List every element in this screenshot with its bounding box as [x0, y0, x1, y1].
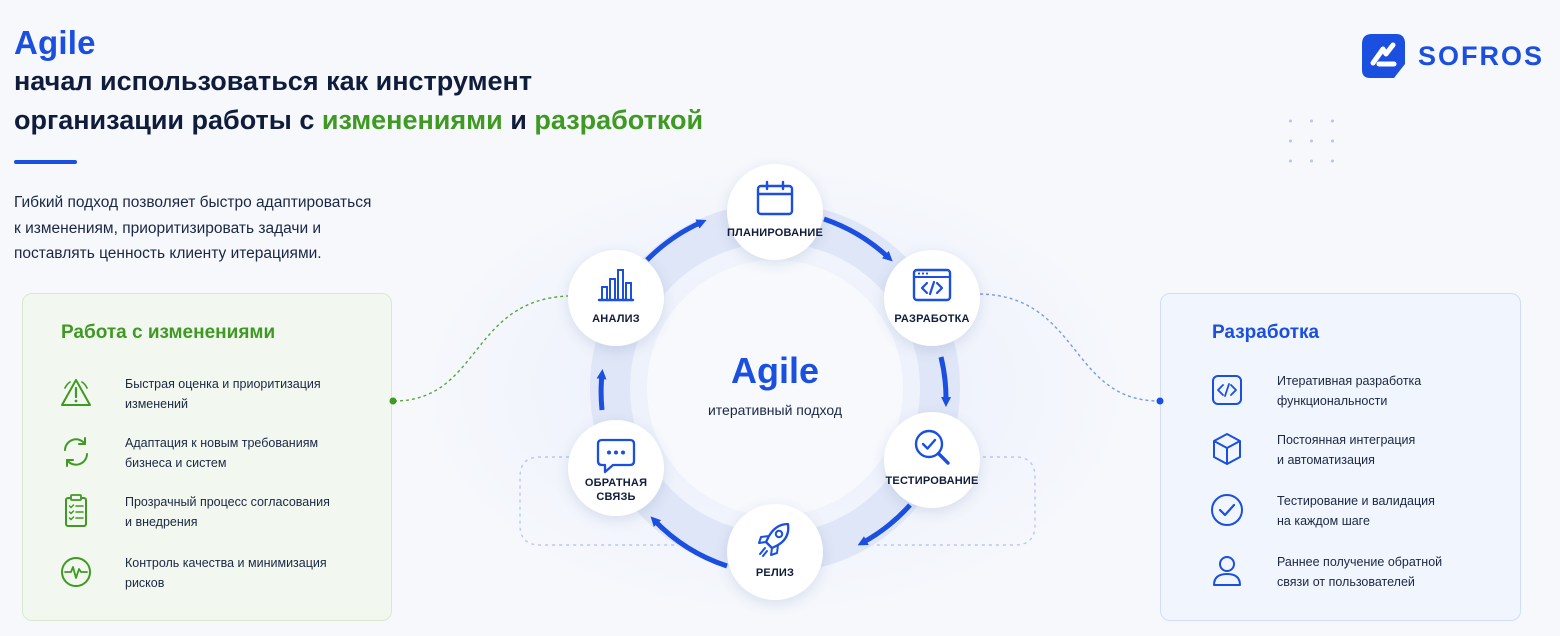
code-window-icon: [912, 268, 952, 302]
list-item-text: Прозрачный процесс согласования и внедре…: [125, 492, 330, 532]
list-item: Адаптация к новым требованиям бизнеса и …: [23, 433, 391, 483]
intro-paragraph: Гибкий подход позволяет быстро адаптиров…: [14, 190, 434, 267]
title-highlight-development: разработкой: [534, 105, 704, 135]
title-line-2-prefix: организации работы с: [14, 105, 322, 135]
feedback-loop-left: [519, 456, 728, 546]
list-item-line: и внедрения: [125, 515, 198, 529]
arc-plan-to-dev: [823, 216, 893, 262]
list-item: Итеративная разработка функциональности: [1161, 371, 1520, 421]
list-item-text: Постоянная интеграция и автоматизация: [1277, 430, 1415, 470]
list-item-text: Раннее получение обратной связи от польз…: [1277, 552, 1442, 592]
cube-icon: [1213, 433, 1241, 465]
list-item-line: Быстрая оценка и приоритизация: [125, 377, 321, 391]
node-release: РЕЛИЗ: [727, 504, 823, 600]
page-title-line-2: организации работы с изменениями и разра…: [14, 105, 703, 136]
refresh-arrows-icon: [64, 437, 88, 467]
changes-panel: Работа с изменениями Быстрая оценка и пр…: [22, 293, 392, 621]
arc-dev-to-test: [938, 356, 952, 407]
list-item-line: Раннее получение обратной: [1277, 555, 1443, 569]
node-label: ПЛАНИРОВАНИЕ: [726, 227, 824, 239]
list-item-line: Тестирование и валидация: [1277, 494, 1435, 508]
code-icon: [1212, 375, 1242, 405]
connector-left-panel: [393, 295, 569, 402]
clipboard-checklist-icon: [65, 494, 87, 527]
list-item-line: Прозрачный процесс согласования: [125, 495, 330, 509]
intro-line: поставлять ценность клиенту итерациями.: [14, 245, 322, 262]
list-item-line: связи от пользователей: [1277, 575, 1415, 589]
list-item-line: изменений: [125, 397, 188, 411]
warning-triangle-icon: [61, 379, 91, 406]
node-analysis: АНАЛИЗ: [568, 250, 664, 346]
connector-right-panel: [979, 293, 1160, 402]
cycle-inner-circle: [647, 260, 903, 516]
changes-panel-title: Работа с изменениями: [61, 322, 276, 343]
development-panel: Разработка Итеративная разработка функци…: [1160, 293, 1521, 621]
list-item: Тестирование и валидация на каждом шаге: [1161, 491, 1520, 541]
sofros-logo: SOFROS: [1358, 30, 1558, 82]
node-label: ОБРАТНАЯ СВЯЗЬ: [558, 476, 674, 504]
list-item-text: Итеративная разработка функциональности: [1277, 371, 1421, 411]
node-label: АНАЛИЗ: [592, 313, 640, 325]
list-item: Контроль качества и минимизация рисков: [23, 553, 391, 603]
decorative-dot-grid: [1280, 111, 1350, 177]
sofros-logo-text: SOFROS: [1418, 40, 1545, 71]
title-line-2-conjunction: и: [502, 105, 535, 135]
node-label: РАЗРАБОТКА: [894, 313, 970, 325]
node-testing: ТЕСТИРОВАНИЕ: [884, 412, 980, 508]
list-item: Быстрая оценка и приоритизация изменений: [23, 374, 391, 424]
intro-line: Гибкий подход позволяет быстро адаптиров…: [14, 194, 372, 211]
user-icon: [1213, 556, 1241, 586]
sofros-logo-icon: [1362, 34, 1405, 78]
pulse-icon: [61, 557, 91, 587]
bar-chart-icon: [597, 269, 635, 302]
list-item-line: Итеративная разработка: [1277, 374, 1422, 388]
list-item: Раннее получение обратной связи от польз…: [1161, 552, 1520, 602]
title-underline: [14, 160, 77, 164]
calendar-icon: [756, 180, 794, 216]
arc-test-to-release: [857, 503, 912, 546]
node-label: РЕЛИЗ: [755, 567, 795, 579]
rocket-icon: [758, 522, 790, 557]
connector-dot-right: [1156, 397, 1164, 405]
node-planning: ПЛАНИРОВАНИЕ: [727, 164, 823, 260]
node-development: РАЗРАБОТКА: [884, 250, 980, 346]
list-item-text: Тестирование и валидация на каждом шаге: [1277, 491, 1435, 531]
node-label-line: СВЯЗЬ: [596, 491, 636, 503]
list-item-line: Адаптация к новым требованиям: [125, 436, 319, 450]
list-item: Прозрачный процесс согласования и внедре…: [23, 492, 391, 542]
arc-release-to-feedback: [650, 516, 728, 569]
list-item-text: Адаптация к новым требованиям бизнеса и …: [125, 433, 318, 473]
cycle-center-title: Agile: [730, 350, 819, 391]
check-circle-icon: [1211, 494, 1243, 526]
title-highlight-changes: изменениями: [321, 105, 503, 135]
list-item-line: и автоматизация: [1277, 453, 1375, 467]
list-item: Постоянная интеграция и автоматизация: [1161, 430, 1520, 480]
node-label: ТЕСТИРОВАНИЕ: [885, 475, 979, 487]
list-item-text: Контроль качества и минимизация рисков: [125, 553, 327, 593]
page-title-agile: Agile: [14, 24, 96, 61]
connector-dot-left: [389, 397, 397, 405]
chat-bubble-icon: [596, 438, 636, 474]
cycle-center-subtitle: итеративный подход: [707, 402, 843, 418]
list-item-line: Постоянная интеграция: [1277, 433, 1416, 447]
list-item-line: рисков: [125, 576, 165, 590]
list-item-line: функциональности: [1277, 394, 1388, 408]
page-title-line-1: начал использоваться как инструмент: [14, 66, 533, 96]
development-panel-title: Разработка: [1212, 322, 1320, 343]
node-label-line: ОБРАТНАЯ: [584, 477, 648, 489]
intro-line: к изменениям, приоритизировать задачи и: [14, 219, 322, 237]
arc-feedback-to-analysis: [596, 369, 607, 411]
list-item-line: на каждом шаге: [1277, 514, 1370, 528]
list-item-text: Быстрая оценка и приоритизация изменений: [125, 374, 321, 414]
magnifier-check-icon: [914, 429, 950, 465]
node-feedback: ОБРАТНАЯ СВЯЗЬ: [568, 420, 664, 516]
list-item-line: бизнеса и систем: [125, 456, 227, 470]
list-item-line: Контроль качества и минимизация: [125, 556, 327, 570]
arc-analysis-to-plan: [645, 219, 707, 262]
